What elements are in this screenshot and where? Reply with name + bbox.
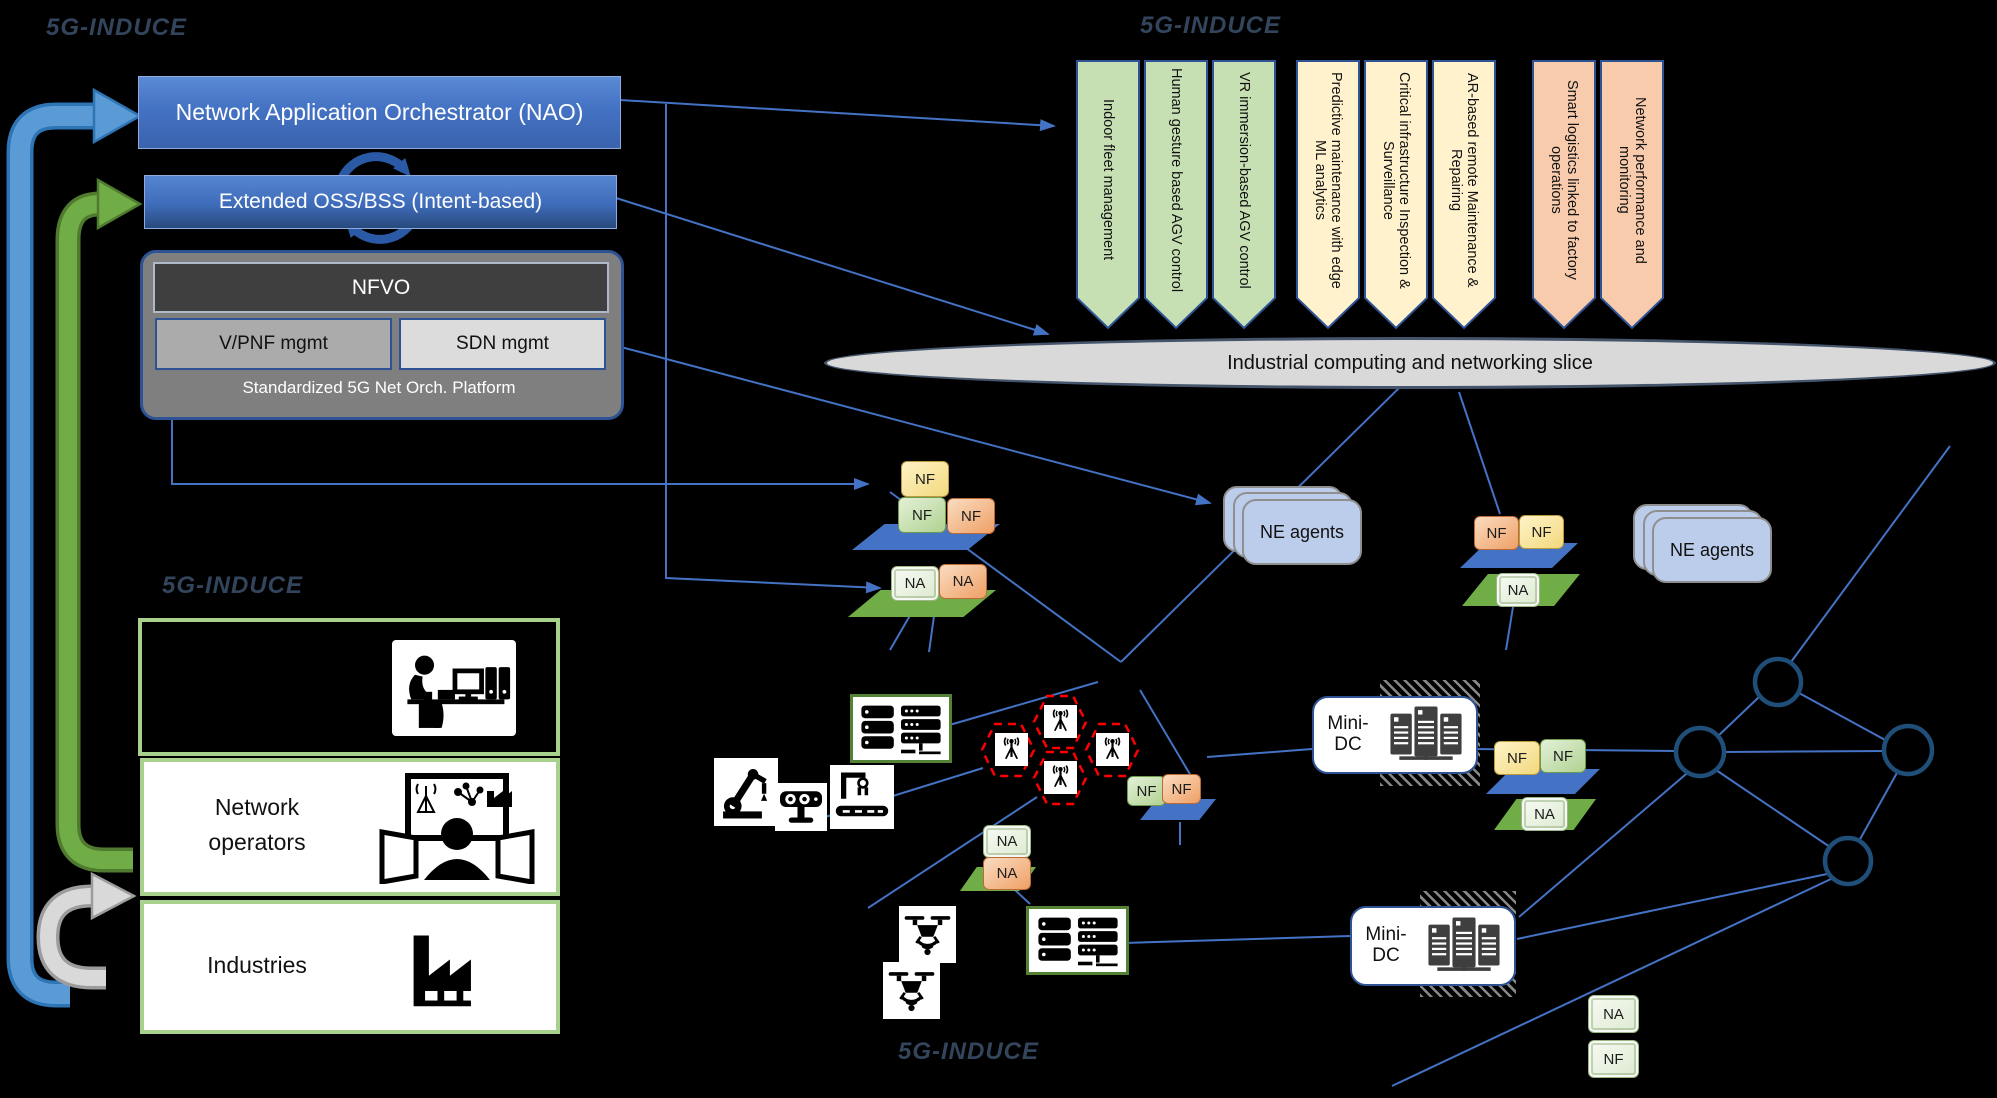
- use-case-label: Indoor fleet management: [1100, 99, 1117, 261]
- platform-caption: Standardized 5G Net Orch. Platform: [242, 378, 516, 397]
- antenna-icon: [1044, 761, 1077, 794]
- use-case-banner: Network performance and monitoring: [1600, 60, 1664, 330]
- drone-icon: [883, 962, 940, 1019]
- vpnf-mgmt-box: V/PNF mgmt: [155, 318, 392, 370]
- nfvo-box: NFVO: [153, 262, 609, 313]
- nf-chip: NF: [1540, 739, 1586, 773]
- na-chip: NA: [1588, 995, 1639, 1033]
- antenna-icon: [1096, 733, 1129, 766]
- nf-chip: NF: [1127, 776, 1166, 806]
- ne-agents-stack: NE agents: [1633, 504, 1772, 583]
- antenna-icon: [1044, 705, 1077, 738]
- network-operators-label: Network operators: [208, 794, 306, 855]
- graph-node: [1752, 656, 1804, 708]
- feedback-arrow-gray: [36, 871, 137, 990]
- brand-watermark: 5G-INDUCE: [1140, 12, 1282, 39]
- na-chip: NA: [983, 857, 1031, 890]
- nf-chip: NF: [1162, 774, 1201, 804]
- edge-server-icon: [1026, 906, 1129, 975]
- industries-box: Industries: [140, 900, 560, 1034]
- robot-arm-icon: [714, 758, 778, 826]
- mini-dc-box: Mini-DC: [1312, 696, 1478, 774]
- factory-icon: [400, 926, 496, 1017]
- na-chip: NA: [939, 564, 987, 599]
- use-case-label: Predictive maintenance with edge ML anal…: [1312, 71, 1345, 289]
- graph-node: [1822, 835, 1874, 887]
- sdn-mgmt-box: SDN mgmt: [399, 318, 606, 370]
- conveyor-robot-icon: [830, 765, 894, 829]
- use-case-banner: Human gesture based AGV control: [1144, 60, 1208, 330]
- mini-dc-label: Mini-DC: [1365, 924, 1407, 966]
- na-chip: NA: [1521, 797, 1568, 831]
- ne-agents-card: NE agents: [1652, 517, 1772, 583]
- ne-agents-stack: NE agents: [1223, 486, 1362, 565]
- nf-chip: NF: [1494, 741, 1540, 775]
- use-case-label: VR immersion-based AGV control: [1236, 71, 1253, 289]
- antenna-icon: [995, 733, 1028, 766]
- use-case-banner: Smart logistics linked to factory operat…: [1532, 60, 1596, 330]
- mini-dc-box: Mini-DC: [1350, 906, 1516, 986]
- use-case-banner: Predictive maintenance with edge ML anal…: [1296, 60, 1360, 330]
- nf-chip: NF: [898, 497, 946, 533]
- use-case-label: AR-based remote Maintenance & Repairing: [1448, 72, 1481, 288]
- network-operators-box: Network operators: [140, 758, 560, 896]
- vision-camera-icon: [775, 783, 827, 831]
- use-case-banner: AR-based remote Maintenance & Repairing: [1432, 60, 1496, 330]
- feedback-arrow-blue: [6, 87, 143, 1008]
- operator-monitors-icon: [376, 772, 536, 889]
- radio-cell-hexagons: [980, 694, 1140, 806]
- feedback-arrow-green: [55, 177, 143, 873]
- server-towers-icon: [1390, 706, 1462, 760]
- na-chip: NA: [1496, 573, 1540, 607]
- connector-lines: [171, 99, 1951, 1087]
- ossbss-box: Extended OSS/BSS (Intent-based): [144, 175, 617, 229]
- use-case-label: Smart logistics linked to factory operat…: [1548, 80, 1581, 280]
- na-chip: NA: [891, 566, 939, 601]
- brand-watermark: 5G-INDUCE: [162, 572, 304, 599]
- industries-label: Industries: [207, 952, 307, 978]
- brand-watermark: 5G-INDUCE: [898, 1038, 1040, 1065]
- nf-chip: NF: [1588, 1040, 1639, 1078]
- graph-node: [1881, 723, 1935, 777]
- edge-server-icon: [850, 694, 952, 763]
- nao-box: Network Application Orchestrator (NAO): [138, 76, 621, 149]
- na-chip: NA: [983, 825, 1031, 858]
- use-case-label: Human gesture based AGV control: [1168, 67, 1185, 293]
- server-towers-icon: [1428, 917, 1500, 971]
- ne-agents-card: NE agents: [1242, 499, 1362, 565]
- use-case-label: Critical infrastructure Inspection & Sur…: [1380, 71, 1413, 289]
- graph-node: [1673, 725, 1727, 779]
- use-case-label: Network performance and monitoring: [1616, 96, 1649, 264]
- nf-chip: NF: [947, 498, 995, 534]
- nf-chip: NF: [1519, 515, 1564, 549]
- nf-chip: NF: [901, 461, 949, 497]
- industrial-slice-ellipse: Industrial computing and networking slic…: [824, 337, 1996, 389]
- network-graph-nodes: [1673, 656, 1935, 887]
- use-case-banner: VR immersion-based AGV control: [1212, 60, 1276, 330]
- brand-watermark: 5G-INDUCE: [46, 14, 188, 41]
- developer-workstation-icon: [392, 640, 516, 736]
- nf-chip: NF: [1474, 516, 1519, 550]
- app-developers-box: [138, 618, 560, 756]
- mini-dc-label: Mini-DC: [1327, 713, 1369, 755]
- drone-icon: [899, 906, 956, 963]
- use-case-banner: Indoor fleet management: [1076, 60, 1140, 330]
- use-case-banner: Critical infrastructure Inspection & Sur…: [1364, 60, 1428, 330]
